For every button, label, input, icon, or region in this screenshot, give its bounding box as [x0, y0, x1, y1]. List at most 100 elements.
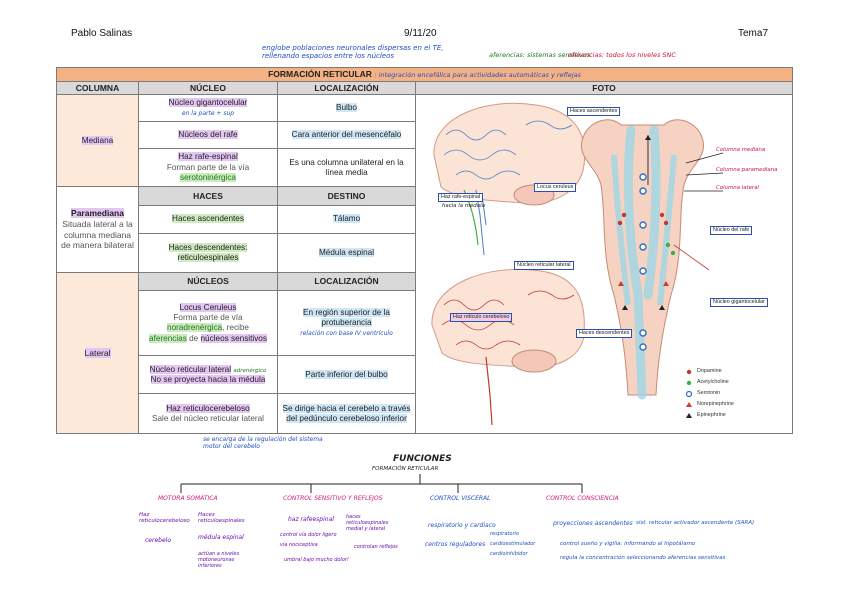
header-haces: HACES	[138, 186, 278, 206]
column-mediana: Mediana	[56, 94, 139, 188]
fn-consciencia-title: CONTROL CONSCIENCIA	[546, 495, 619, 502]
header-columna: COLUMNA	[56, 80, 139, 96]
locus-desc-1: Forma parte de vía	[173, 313, 243, 322]
cell-bulbo: Bulbo	[277, 94, 416, 123]
haces-descendentes-label: Haces descendentes: reticuloespinales	[168, 242, 248, 262]
legend-norepinephrine: Norepinephrine	[697, 401, 734, 408]
legend-serotonin-marker	[685, 391, 693, 398]
paramediana-label: Paramediana	[71, 208, 124, 219]
reticulocerebeloso-label: Haz reticulocerebeloso	[166, 403, 250, 413]
fn-motora-title: MOTORA SOMÁTICA	[158, 495, 218, 502]
label-haz-reticulocerebeloso: Haz reticulo cerebeloso	[450, 313, 513, 322]
topic: Tema7	[738, 28, 769, 39]
note-top-center: englobe poblaciones neuronales dispersas…	[262, 44, 444, 61]
fn-consciencia-c: regula la concentración seleccionando af…	[560, 555, 726, 561]
mesencefalo-label: Cara anterior del mesencéfalo	[291, 130, 402, 140]
fn-visceral-a: respiratorio y cardiaco	[428, 522, 496, 529]
legend-norepinephrine-marker	[686, 402, 692, 408]
legend-dopamine-marker	[686, 370, 692, 375]
protuberancia-label: En región superior de la protuberancia	[303, 307, 390, 328]
medula-espinal-label: Médula espinal	[318, 247, 375, 257]
title-note: integración encefálica para actividades …	[378, 71, 581, 79]
rafe-label: Núcleos del rafe	[178, 130, 238, 140]
label-nucleo-gigantocelular: Núcleo gigantocelular	[710, 298, 768, 307]
cell-medula-espinal: Médula espinal	[277, 232, 416, 273]
legend-epinephrine: Epinephrine	[697, 412, 726, 419]
functions-title: FUNCIONES	[393, 454, 452, 464]
paramediana-desc: Situada lateral a la columna mediana de …	[61, 218, 134, 251]
fn-sensitivo-title: CONTROL SENSITIVO Y REFLEJOS	[283, 495, 383, 502]
fn-visceral-b3: cardioinhibidor	[490, 551, 528, 557]
locus-desc-3: de	[186, 333, 201, 343]
lateral-label: Lateral	[84, 347, 111, 358]
header-destino: DESTINO	[277, 186, 416, 206]
fn-visceral-b2: cardioestimulador	[490, 541, 536, 547]
cell-bulbo-inferior: Parte inferior del bulbo	[277, 355, 416, 395]
header-localizacion-lateral: LOCALIZACIÓN	[277, 271, 416, 292]
bulbo-inferior-label: Parte inferior del bulbo	[305, 369, 388, 379]
fn-motora-a1: cerebelo	[145, 537, 171, 544]
gigantocelular-note: en la parte + sup	[181, 110, 235, 118]
legend-dopamine: Dopamine	[697, 368, 722, 375]
talamo-label: Tálamo	[332, 214, 361, 224]
note-regulacion-cerebelo: se encarga de la regulación del sistema …	[203, 436, 323, 450]
reticular-formation-table: FORMACIÓN RETICULAR : integración encefá…	[56, 67, 793, 435]
cell-mesencefalo: Cara anterior del mesencéfalo	[277, 121, 416, 150]
legend-epinephrine-marker	[686, 413, 692, 419]
haces-ascendentes-label: Haces ascendentes	[172, 214, 244, 224]
label-columna-paramediana: Columna paramediana	[716, 167, 778, 174]
brain-figure: Haces ascendentes Locus ceruleus Haz raf…	[415, 94, 793, 435]
legend-acetylcholine: Acetylcholine	[697, 379, 729, 386]
protuberancia-note: relación con base IV ventrículo	[300, 330, 393, 338]
serotoninergica-label: serotoninérgica	[180, 172, 236, 182]
cell-pedunculo: Se dirige hacia el cerebelo a través del…	[277, 393, 416, 435]
fn-motora-b2: actúan a niveles motoneuronas inferiores	[198, 551, 240, 569]
mediana-label: Mediana	[81, 135, 114, 145]
header-localizacion: LOCALIZACIÓN	[277, 80, 416, 96]
label-haz-rafe-espinal: Haz rafe-espinal	[438, 193, 484, 202]
fn-visceral-b1: respiratorio	[490, 531, 519, 537]
label-nucleo-rafe: Núcleo del rafe	[710, 226, 753, 235]
fn-consciencia-a1: sist. reticular activador ascendente (SA…	[636, 520, 755, 526]
fn-motora-b: Haces reticuloespinales	[198, 512, 245, 524]
label-nucleo-reticular-lateral: Núcleo reticular lateral	[514, 261, 574, 270]
date: 9/11/20	[404, 28, 437, 39]
label-locus-ceruleus: Locus ceruleus	[534, 183, 577, 192]
fn-sensitivo-a2: vía nociceptiva	[280, 542, 318, 548]
noradrenergica-label: noradrenérgica	[167, 323, 223, 333]
legend-serotonin: Serotonin	[697, 390, 721, 397]
fn-visceral-b: centros reguladores	[425, 541, 486, 548]
reticulocerebeloso-desc: Sale del núcleo reticular lateral	[152, 413, 264, 423]
column-lateral: Lateral	[56, 271, 139, 435]
adrenergico-note: adrenérgico	[233, 367, 267, 374]
fn-motora-b1: médula espinal	[198, 534, 244, 541]
nucleos-sensitivos-label: núcleos sensitivos	[200, 333, 267, 343]
header-nucleo: NÚCLEO	[138, 80, 278, 96]
fn-visceral-title: CONTROL VISCERAL	[430, 495, 491, 502]
fn-sensitivo-a: haz rafeespinal	[288, 516, 334, 523]
table-title-row: FORMACIÓN RETICULAR : integración encefá…	[56, 67, 793, 82]
fn-sensitivo-a1: control vía dolor ligero	[280, 532, 337, 538]
locus-desc-2: , recibe	[222, 323, 249, 333]
reticular-lateral-label: Núcleo reticular lateral	[149, 364, 232, 374]
functions-subtitle: FORMACIÓN RETICULAR	[372, 466, 439, 472]
fn-motora-a: Haz reticulocerebeloso	[139, 512, 190, 524]
cell-columna-unilateral: Es una columna unilateral en la línea me…	[277, 148, 416, 188]
label-columna-lateral: Columna lateral	[716, 185, 759, 192]
note-aferencias: aferencias: sistemas sensitivos	[489, 51, 591, 59]
bulbo-label: Bulbo	[336, 103, 357, 113]
header-foto: FOTO	[415, 80, 793, 96]
pedunculo-label: Se dirige hacia el cerebelo a través del…	[282, 403, 411, 423]
aferencias-label: aferencias	[149, 333, 187, 343]
label-columna-mediana: Columna mediana	[716, 147, 766, 154]
fn-sensitivo-b1: controlan reflejos	[354, 544, 398, 550]
rafe-espinal-label: Haz rafe-espinal	[178, 152, 238, 162]
label-haces-descendentes: Haces descendentes	[576, 329, 633, 338]
label-haces-ascendentes: Haces ascendentes	[567, 107, 621, 116]
fn-consciencia-b: control sueño y vigilia: informando al h…	[560, 541, 696, 547]
